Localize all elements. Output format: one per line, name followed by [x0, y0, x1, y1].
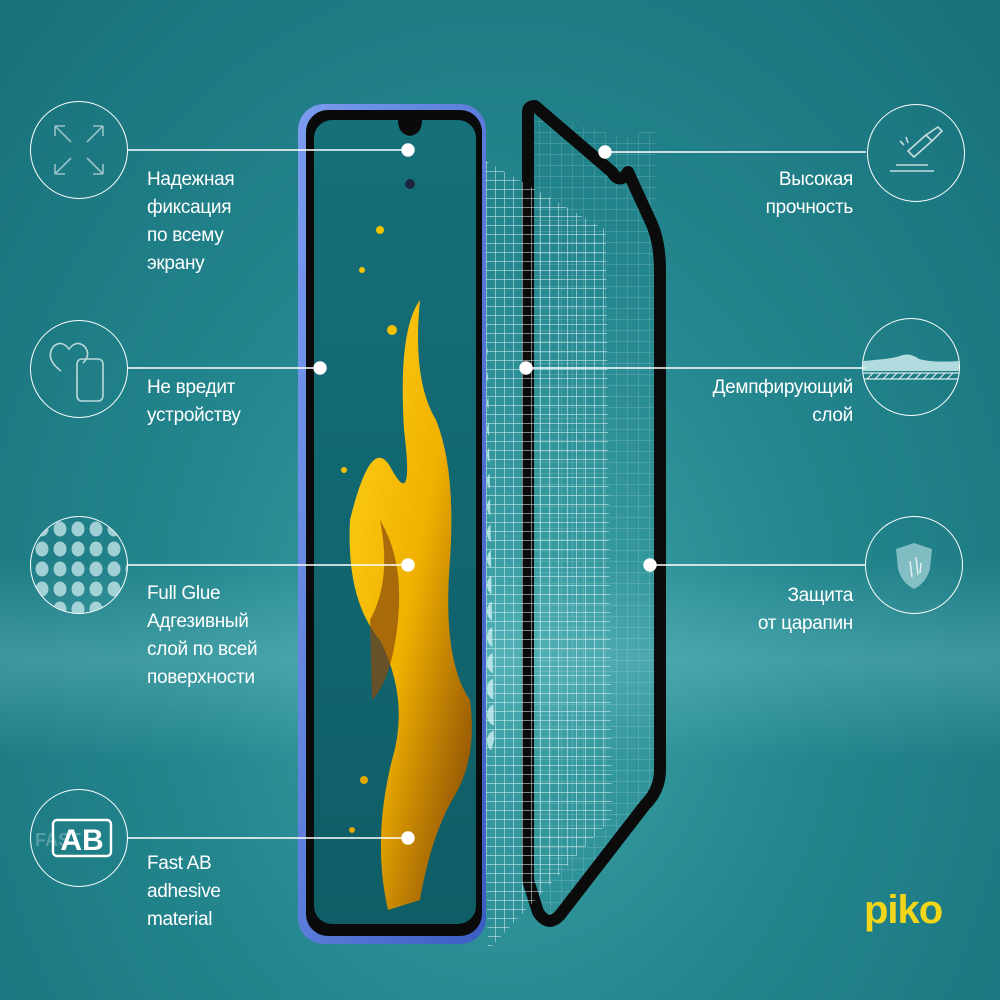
- feature-fullglue-label: Full Glue Адгезивный слой по всей поверх…: [147, 580, 258, 692]
- svg-text:FAST: FAST: [35, 830, 81, 850]
- harmless-line-2: устройству: [147, 405, 241, 426]
- damping-line-2: слой: [812, 405, 853, 426]
- hammer-icon: [867, 104, 965, 202]
- heart-phone-icon: [30, 320, 128, 418]
- feature-fastab-label: Fast AB adhesive material: [147, 850, 221, 934]
- fullglue-line-3: слой по всей: [147, 639, 258, 660]
- phone-illustration: [298, 104, 486, 944]
- feature-strength-label: Высокая прочность: [765, 166, 854, 222]
- ab-adhesive-icon: FAST AB: [30, 789, 128, 887]
- fullglue-line-4: поверхности: [147, 667, 255, 688]
- fixation-line-2: фиксация: [147, 197, 232, 218]
- fullglue-line-1: Full Glue: [147, 583, 221, 604]
- shield-icon: [865, 516, 963, 614]
- fastab-line-3: material: [147, 909, 213, 930]
- damping-line-1: Демпфирующий: [712, 377, 854, 398]
- fastab-line-2: adhesive: [147, 881, 221, 902]
- fixation-line-3: по всему: [147, 225, 224, 246]
- fastab-line-1: Fast AB: [147, 853, 212, 874]
- strength-line-1: Высокая: [778, 169, 853, 190]
- damping-mesh-layer: [470, 152, 612, 950]
- scratch-line-1: Защита: [787, 585, 853, 606]
- dot-pattern-icon: [30, 516, 128, 614]
- feature-harmless-label: Не вредит устройству: [147, 374, 241, 430]
- fixation-line-4: экрану: [147, 253, 205, 274]
- feature-scratch-label: Защита от царапин: [758, 582, 853, 638]
- brand-logo: piko: [864, 888, 943, 932]
- expand-arrows-icon: [30, 101, 128, 199]
- feature-damping-label: Демпфирующий слой: [712, 374, 854, 430]
- feature-fixation-label: Надежная фиксация по всему экрану: [147, 166, 235, 278]
- scratch-line-2: от царапин: [757, 613, 853, 634]
- damping-layer-icon: [862, 318, 960, 416]
- fullglue-line-2: Адгезивный: [147, 611, 249, 632]
- svg-text:AB: AB: [60, 824, 103, 857]
- fixation-line-1: Надежная: [147, 169, 235, 190]
- harmless-line-1: Не вредит: [147, 377, 236, 398]
- strength-line-2: прочность: [765, 197, 854, 218]
- callout-lines: [128, 143, 866, 845]
